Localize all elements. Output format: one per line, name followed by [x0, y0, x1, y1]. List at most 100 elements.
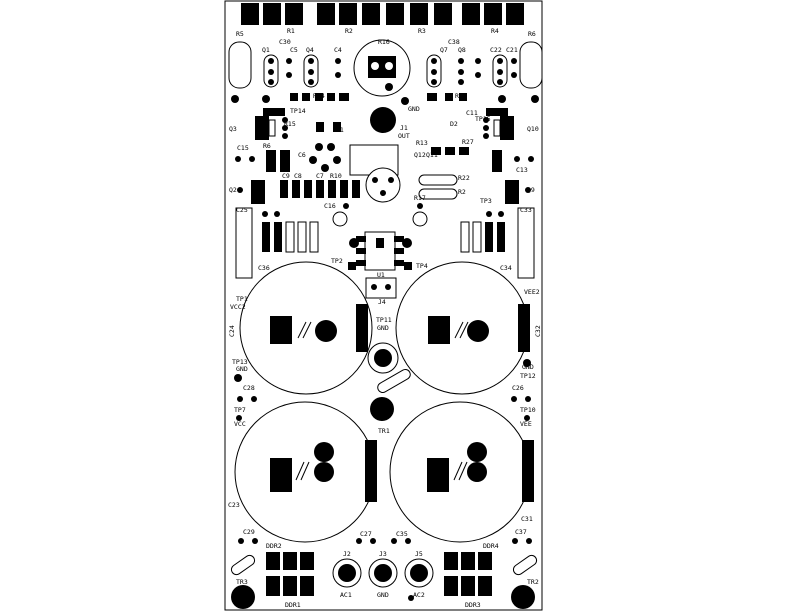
- label-c33: C33: [520, 206, 532, 214]
- label-ac1: AC1: [340, 591, 352, 599]
- label-r27: R27: [462, 138, 474, 146]
- label-j1: J1: [400, 124, 408, 132]
- label-r15: R15: [284, 120, 296, 128]
- label-gnd-top: GND: [408, 105, 420, 113]
- label-c28: C28: [243, 384, 255, 392]
- center-middle-cluster: [266, 143, 502, 176]
- label-c22: C22: [490, 46, 502, 54]
- label-d2: D2: [450, 120, 458, 128]
- label-tp2: TP2: [331, 257, 343, 265]
- label-q7: Q7: [440, 46, 448, 54]
- label-r22: R22: [458, 174, 470, 182]
- label-tp15: TP15: [475, 115, 491, 123]
- label-c5: C5: [290, 46, 298, 54]
- label-c4: C4: [334, 46, 342, 54]
- c13-c15-caps: [235, 156, 534, 162]
- cap-c32: [395, 261, 530, 395]
- label-c31: C31: [521, 515, 533, 523]
- label-u1: U1: [377, 271, 385, 279]
- label-ddr1: DDR1: [285, 601, 301, 609]
- label-c30: C30: [279, 38, 291, 46]
- label-r3: R3: [418, 27, 426, 35]
- label-r6: R6: [528, 30, 536, 38]
- j1-output-pad: [370, 107, 396, 133]
- center-resistor-row: [237, 180, 531, 204]
- label-c32: C32: [534, 325, 542, 337]
- u1-ic-outline: [364, 231, 396, 271]
- label-d1: D1: [336, 126, 344, 134]
- label-tp3: TP3: [480, 197, 492, 205]
- label-r14: R14: [313, 92, 325, 100]
- label-q10: Q10: [527, 125, 539, 133]
- label-r13: R13: [416, 139, 428, 147]
- label-vcc: VCC: [234, 420, 246, 428]
- tr1-body: [377, 369, 411, 393]
- label-q8: Q8: [458, 46, 466, 54]
- ac-connectors: [332, 558, 434, 588]
- label-tp13: TP13: [232, 358, 248, 366]
- label-r2: R2: [345, 27, 353, 35]
- label-c15: C15: [237, 144, 249, 152]
- bridge-ddr4-ddr3: [444, 552, 492, 596]
- label-q12: Q12: [414, 151, 426, 159]
- label-r10: R10: [330, 172, 342, 180]
- label-tr2: TR2: [527, 578, 539, 586]
- side-transistors-upper: [255, 116, 514, 140]
- label-c8: C8: [294, 172, 302, 180]
- label-r17: R17: [414, 194, 426, 202]
- label-vcc2: VCC2: [230, 303, 246, 311]
- label-tp12: TP12: [520, 372, 536, 380]
- label-j5: J5: [415, 550, 423, 558]
- label-j4: J4: [378, 298, 386, 306]
- label-tp4: TP4: [416, 262, 428, 270]
- tr3-mount: [230, 554, 256, 609]
- label-j2: J2: [343, 550, 351, 558]
- label-r12: R12: [455, 92, 467, 100]
- label-r16: R16: [378, 38, 390, 46]
- bridge-ddr2-ddr1: [266, 552, 314, 596]
- label-out: OUT: [398, 132, 410, 140]
- label-vee2: VEE2: [524, 288, 540, 296]
- label-ddr3: DDR3: [465, 601, 481, 609]
- label-ddr2: DDR2: [266, 542, 282, 550]
- top-oval-resistors: [228, 41, 543, 89]
- label-j3: J3: [379, 550, 387, 558]
- label-c9: C9: [282, 172, 290, 180]
- label-c13: C13: [516, 166, 528, 174]
- label-c34: C34: [500, 264, 512, 272]
- label-gnd-right: GND: [522, 363, 534, 371]
- label-r4: R4: [491, 27, 499, 35]
- label-c36: C36: [258, 264, 270, 272]
- label-r2b: R2: [458, 188, 466, 196]
- label-ac2: AC2: [413, 591, 425, 599]
- label-q2: Q2: [229, 186, 237, 194]
- label-r5: R5: [236, 30, 244, 38]
- label-tp7: TP7: [234, 406, 246, 414]
- label-c16: C16: [324, 202, 336, 210]
- label-c27: C27: [360, 530, 372, 538]
- r16-trimmer-body: [368, 56, 396, 78]
- label-tr1: TR1: [378, 427, 390, 435]
- label-q1: Q1: [262, 46, 270, 54]
- label-q9: Q9: [527, 186, 535, 194]
- label-tp14: TP14: [290, 107, 306, 115]
- top-pad-row: [241, 3, 524, 25]
- label-gnd-mid: GND: [377, 324, 389, 332]
- label-c38: C38: [448, 38, 460, 46]
- label-tp10: TP10: [520, 406, 536, 414]
- label-c24: C24: [228, 325, 236, 337]
- label-tp11: TP11: [376, 316, 392, 324]
- cap-c23: [234, 401, 377, 543]
- label-vee: VEE: [520, 420, 532, 428]
- label-gnd-bottom: GND: [377, 591, 389, 599]
- label-c35: C35: [396, 530, 408, 538]
- upper-smd-cluster: [231, 93, 539, 132]
- label-c21: C21: [506, 46, 518, 54]
- label-c37: C37: [515, 528, 527, 536]
- label-gnd-left: GND: [236, 365, 248, 373]
- label-c25: C25: [236, 206, 248, 214]
- label-c29: C29: [243, 528, 255, 536]
- label-ddr4: DDR4: [483, 542, 499, 550]
